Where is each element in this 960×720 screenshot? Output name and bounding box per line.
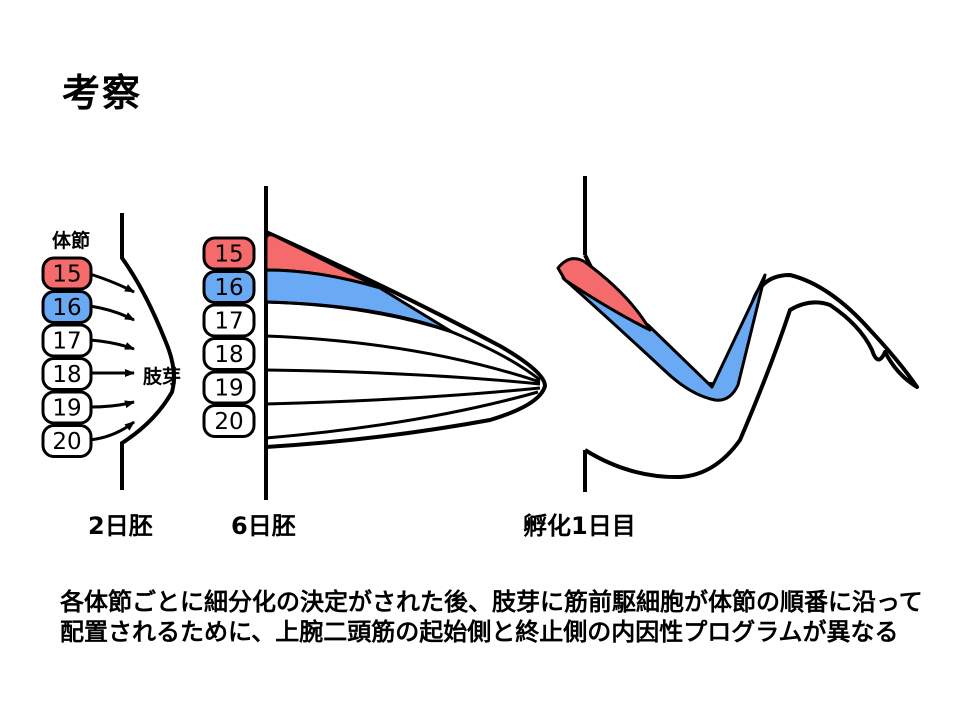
biceps-red (556, 257, 652, 332)
day6-somite-box-20 (202, 404, 256, 438)
band-17 (265, 300, 541, 382)
somite-boxes-day2: 15 16 17 18 19 20 (41, 256, 93, 458)
band-20 (265, 386, 541, 406)
caption: 各体節ごとに細分化の決定がされた後、肢芽に筋前駆細胞が体節の順番に沿って 配置さ… (60, 587, 940, 647)
day6-somite-label-18: 18 (214, 342, 243, 368)
label-day2: 2日胚 (88, 512, 153, 540)
caption-line-1: 各体節ごとに細分化の決定がされた後、肢芽に筋前駆細胞が体節の順番に沿って (60, 588, 923, 616)
arm-outline (583, 254, 919, 480)
caption-line-2: 配置されるために、上腕二頭筋の起始側と終止側の内因性プログラムが異なる (60, 618, 899, 646)
band-18 (265, 334, 541, 384)
day6-somite-box-17 (202, 303, 256, 338)
day6-somite-box-16 (202, 270, 256, 304)
day6-somite-box-18 (202, 337, 256, 371)
band-19 (265, 368, 541, 386)
day6-somite-label-15: 15 (214, 242, 243, 268)
day2-somite-label-15: 15 (52, 262, 81, 288)
label-day6: 6日胚 (231, 512, 296, 540)
slide-title: 考察 (62, 71, 143, 115)
body-outline-day2 (120, 213, 176, 490)
panel-day2: 15 16 17 18 19 20 (41, 213, 176, 490)
arrow-somite-20 (89, 420, 135, 442)
day6-somite-box-15 (202, 236, 256, 271)
migration-arrows (89, 272, 135, 442)
day2-somite-label-19: 19 (52, 396, 81, 422)
day2-somite-label-17: 17 (52, 329, 81, 355)
arrow-somite-15 (89, 272, 135, 294)
label-hatch: 孵化1日目 (523, 512, 636, 540)
muscle-bands (265, 300, 541, 440)
day2-somite-label-18: 18 (52, 362, 81, 388)
band-21 (265, 390, 539, 440)
day6-somite-label-19: 19 (214, 376, 243, 402)
arrow-somite-19 (89, 400, 135, 409)
label-somite: 体節 (52, 230, 91, 252)
day6-somite-box-19 (202, 370, 256, 405)
arrow-somite-17 (89, 338, 135, 351)
day6-somite-label-16: 16 (214, 275, 243, 301)
day6-somite-label-20: 20 (214, 409, 243, 435)
day2-somite-label-20: 20 (52, 429, 81, 455)
label-limb-bud: 肢芽 (143, 366, 182, 388)
somite-boxes-day6: 15 16 17 18 19 20 (202, 236, 256, 438)
day2-somite-label-16: 16 (52, 295, 81, 321)
panel-day6: 15 16 17 18 19 20 (202, 186, 548, 500)
arrow-somite-16 (89, 304, 135, 322)
panel-hatch (556, 176, 919, 492)
day6-somite-label-17: 17 (214, 309, 243, 335)
